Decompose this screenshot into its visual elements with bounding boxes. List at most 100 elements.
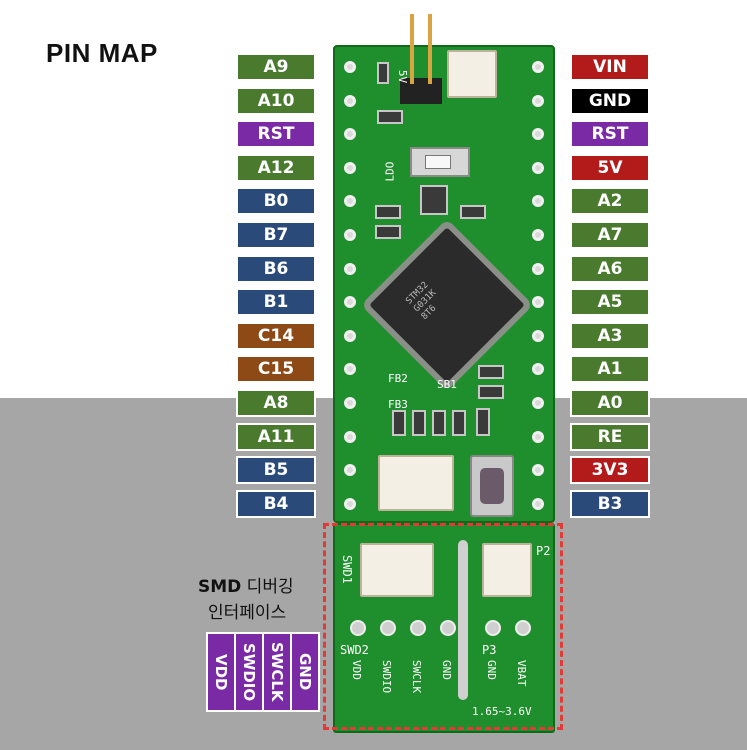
right-pin-3v3: 3V3 (570, 456, 650, 485)
silk-swclk: SWCLK (410, 660, 423, 694)
left-pin-b6: B6 (236, 254, 316, 283)
smd-component (377, 110, 403, 124)
page-title: PIN MAP (46, 38, 158, 68)
i2c-connector (378, 455, 454, 511)
left-pin-b0: B0 (236, 187, 316, 216)
right-pin-a7: A7 (570, 221, 650, 249)
right-pin-a0: A0 (570, 389, 650, 417)
smd-component (476, 408, 490, 436)
swd-pin-gnd: GND (290, 632, 320, 712)
silk-swd1: SWD1 (340, 555, 354, 584)
right-pin-hole (532, 430, 544, 443)
right-pin-gnd: GND (570, 86, 650, 115)
right-pin-hole (532, 296, 544, 309)
smd-component (375, 205, 401, 219)
left-pin-hole (344, 94, 356, 107)
left-pin-hole (344, 497, 356, 510)
left-pin-hole (344, 329, 356, 342)
swd-pin-swclk: SWCLK (262, 632, 292, 712)
smd-component (478, 365, 504, 379)
vbat-connector (447, 50, 497, 98)
silk-5v: 5V (396, 69, 410, 84)
silk-fb3: FB3 (388, 398, 408, 411)
right-pin-hole (532, 61, 544, 73)
silk-swdio: SWDIO (380, 660, 393, 694)
smd-component (452, 410, 466, 436)
right-pin-hole (532, 262, 544, 275)
smd-component (375, 225, 401, 239)
right-pin-hole (532, 229, 544, 241)
silk-vbat-range: 1.65~3.6V (472, 705, 532, 718)
smd-bold: SMD (198, 577, 242, 597)
right-pin-5v: 5V (570, 153, 650, 182)
right-pin-hole (532, 128, 544, 141)
debug-pad (485, 620, 501, 636)
debug-pad (440, 620, 456, 636)
left-pin-a8: A8 (236, 389, 316, 417)
silk-swd2: SWD2 (340, 643, 369, 657)
left-pin-rst: RST (236, 120, 316, 149)
left-pin-c15: C15 (236, 355, 316, 384)
smd-component (412, 410, 426, 436)
reset-button-knob (480, 468, 504, 504)
left-pin-hole (344, 363, 356, 376)
left-pin-hole (344, 195, 356, 208)
left-pin-hole (344, 464, 356, 477)
left-pin-hole (344, 397, 356, 409)
smd-component (377, 62, 389, 84)
smd-component (478, 385, 504, 399)
debug-pad (380, 620, 396, 636)
silk-sb1: SB1 (437, 378, 457, 391)
left-pin-a10: A10 (236, 86, 316, 115)
silk-p2: P2 (536, 544, 551, 558)
right-pin-hole (532, 161, 544, 174)
right-pin-rst: RST (570, 120, 650, 149)
header-pin (428, 14, 432, 84)
silk-fb2: FB2 (388, 372, 408, 385)
left-pin-hole (344, 262, 356, 275)
right-pin-hole (532, 329, 544, 342)
header-pin-base (400, 78, 442, 104)
left-pin-hole (344, 430, 356, 443)
power-switch (410, 147, 470, 177)
left-pin-hole (344, 296, 356, 309)
left-pin-hole (344, 161, 356, 174)
ldo-regulator (420, 185, 448, 215)
left-pin-a11: A11 (236, 422, 316, 451)
swd-pin-vdd: VDD (206, 632, 236, 712)
left-pin-c14: C14 (236, 321, 316, 350)
silk-p3: P3 (482, 643, 497, 657)
right-pin-a5: A5 (570, 288, 650, 317)
silk-vdd: VDD (350, 660, 363, 680)
silk-ldo: LDO (383, 161, 397, 182)
header-pin (410, 14, 414, 84)
p2-connector (482, 543, 532, 597)
debug-interface-highlight (323, 523, 563, 730)
debug-pad (515, 620, 531, 636)
silk-vbat: VBAT (515, 660, 528, 687)
left-pin-a9: A9 (236, 53, 316, 81)
right-pin-hole (532, 497, 544, 510)
swd-connector (360, 543, 434, 597)
right-pin-hole (532, 94, 544, 107)
debug-pad (410, 620, 426, 636)
right-pin-hole (532, 195, 544, 208)
smd-component (392, 410, 406, 436)
right-pin-a2: A2 (570, 187, 650, 216)
swd-pin-swdio: SWDIO (234, 632, 264, 712)
right-pin-hole (532, 397, 544, 409)
right-pin-a3: A3 (570, 321, 650, 350)
left-pin-a12: A12 (236, 153, 316, 182)
left-pin-hole (344, 128, 356, 141)
right-pin-hole (532, 464, 544, 477)
right-pin-a1: A1 (570, 355, 650, 384)
left-pin-b1: B1 (236, 288, 316, 317)
smd-debug-label-line2: 인터페이스 (208, 603, 287, 623)
smd-component (460, 205, 486, 219)
smd-debug-label: SMD 디버깅 (198, 572, 294, 597)
silk-gnd-2: GND (485, 660, 498, 680)
right-pin-a6: A6 (570, 254, 650, 283)
board-slot (458, 540, 468, 700)
debug-pad (350, 620, 366, 636)
left-pin-b7: B7 (236, 221, 316, 249)
